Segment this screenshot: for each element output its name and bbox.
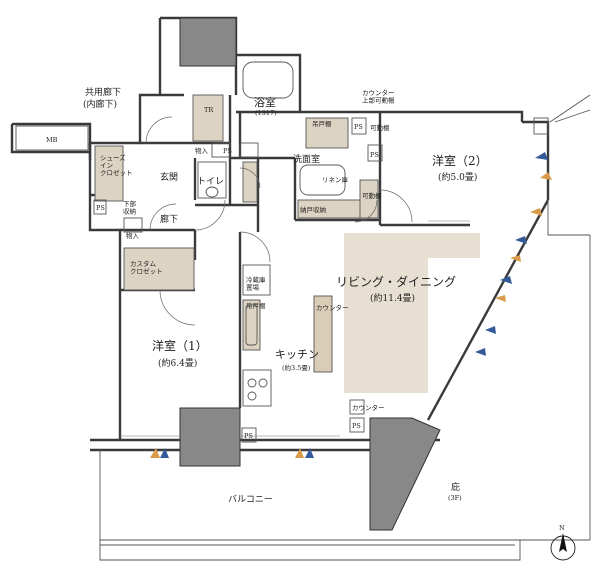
ps-label-4: PS: [370, 151, 379, 159]
bath-size-label: (1317): [255, 109, 277, 117]
windows: [120, 220, 470, 437]
storage-in-label-2: 物入: [195, 146, 209, 155]
custom-closet-label: カスタムクロゼット: [130, 259, 163, 275]
counter-upper-label: カウンター上部可動棚: [362, 88, 395, 104]
western2-size-label: (約5.0畳): [438, 171, 477, 183]
western1-label: 洋室（1）: [152, 338, 208, 353]
toilet-label: トイレ: [197, 177, 224, 187]
counter-label: カウンター: [316, 303, 349, 312]
eave-label: 庇: [451, 481, 460, 493]
door-swings: [145, 116, 413, 326]
bath-label: 浴室: [254, 95, 276, 109]
fridge-label: 冷蔵庫置場: [246, 275, 266, 291]
western1-size-label: (約6.4畳): [158, 357, 197, 369]
north-label: N: [559, 524, 565, 532]
hanger-shelf-label: 吊戸棚: [246, 301, 266, 310]
interior-walls: [90, 95, 470, 408]
ps-label-1: PS: [96, 204, 105, 212]
corridor-label: 共用廊下: [85, 86, 121, 98]
laundry-label: 吊戸棚: [312, 119, 332, 128]
linen-label: リネン庫: [322, 175, 349, 184]
pillar-top: [179, 17, 237, 67]
shoes-closet-label: シューズインクロゼット: [100, 153, 133, 177]
clothes-storage-label: 納戸収納: [300, 205, 326, 214]
north-compass: [550, 533, 576, 561]
ps-label-2: PS: [223, 147, 232, 155]
pillar-bottom-right: [369, 417, 441, 531]
balcony-outline: [99, 94, 591, 561]
storage-units: [93, 61, 383, 443]
corridor-sub-label: (内廊下): [83, 98, 117, 110]
living-dining-area: [344, 233, 480, 393]
movable-shelf-label: 可動棚: [370, 123, 390, 132]
mb-label: MB: [46, 136, 58, 144]
ps-label-3: PS: [354, 123, 363, 131]
balcony-label: バルコニー: [228, 494, 273, 505]
living-size-label: (約11.4畳): [370, 292, 415, 304]
shoe-box-label: 下部収納: [123, 199, 137, 215]
western2-label: 洋室（2）: [432, 153, 488, 168]
tr-label: TR: [204, 106, 214, 114]
kitchen-size-label: (約3.5畳): [282, 363, 311, 372]
ps-label-5: PS: [244, 432, 253, 440]
eave-sub-label: (3F): [448, 494, 462, 502]
kitchen-label: キッチン: [275, 348, 319, 361]
entrance-label: 玄関: [160, 171, 178, 183]
counter-small-label: カウンター: [352, 403, 385, 412]
hall-label: 廊下: [160, 213, 178, 225]
pillar-right-top: [533, 117, 549, 135]
vent-markers: [150, 152, 552, 458]
ps-label-6: PS: [352, 422, 361, 430]
storage-in-label: 物入: [126, 231, 140, 240]
washroom-label: 洗面室: [293, 153, 320, 165]
counter-top-label: 可動棚: [362, 191, 382, 200]
living-label: リビング・ダイニング: [336, 274, 456, 289]
pillar-bottom-left: [179, 407, 241, 467]
